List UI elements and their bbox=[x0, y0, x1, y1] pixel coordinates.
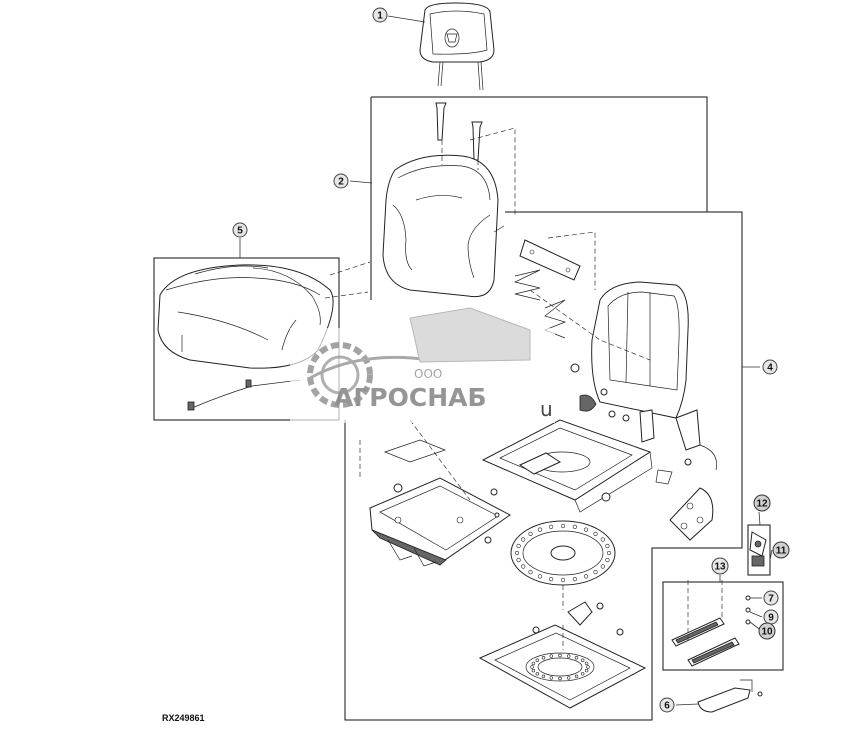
watermark-company: АГРОСНАБ bbox=[334, 383, 487, 412]
ring-hole bbox=[600, 564, 605, 569]
callout-10: 10 bbox=[758, 622, 776, 640]
ring-hole bbox=[593, 569, 598, 575]
ring-hole bbox=[537, 527, 543, 532]
ring-hole bbox=[605, 557, 610, 563]
ring-hole bbox=[583, 527, 589, 532]
base-hole bbox=[558, 653, 562, 658]
base-hole bbox=[541, 674, 546, 678]
base-hole bbox=[541, 655, 546, 660]
ring-hole bbox=[583, 574, 589, 579]
callout-4: 4 bbox=[762, 359, 778, 375]
svg-text:6: 6 bbox=[664, 701, 670, 712]
ring-hole bbox=[560, 523, 566, 529]
switch-group-frame bbox=[747, 524, 771, 576]
watermark-tail: u bbox=[540, 397, 553, 421]
callout-9: 9 bbox=[763, 609, 779, 625]
svg-text:4: 4 bbox=[767, 363, 773, 374]
ring-hole bbox=[600, 537, 605, 542]
ring-hole bbox=[521, 537, 526, 542]
swivel-ring-part bbox=[510, 520, 616, 586]
callout-6: 6 bbox=[659, 697, 675, 713]
base-hole bbox=[549, 654, 553, 658]
base-hole bbox=[584, 661, 589, 666]
ring-hole bbox=[572, 524, 578, 530]
ring-hole bbox=[593, 531, 598, 537]
ring-hole bbox=[516, 557, 521, 563]
seat-pan-part bbox=[359, 419, 511, 567]
ring-hole bbox=[560, 577, 566, 583]
svg-text:2: 2 bbox=[338, 177, 344, 188]
watermark-prefix: ООО bbox=[414, 367, 442, 381]
ring-hole bbox=[521, 564, 526, 569]
ring-hole bbox=[514, 550, 520, 556]
base-hole bbox=[535, 672, 539, 676]
base-hole bbox=[584, 668, 589, 673]
swivel-ring-holes bbox=[514, 523, 612, 583]
svg-text:12: 12 bbox=[756, 499, 768, 510]
base-hole bbox=[558, 676, 562, 681]
ring-hole bbox=[528, 569, 533, 575]
base-hole bbox=[586, 665, 590, 669]
swivel-base-part bbox=[478, 585, 647, 709]
ring-hole bbox=[572, 576, 578, 582]
svg-text:9: 9 bbox=[768, 613, 774, 624]
ring-hole bbox=[537, 574, 543, 579]
slide-rail-group-frame bbox=[662, 581, 784, 671]
callout-7: 7 bbox=[763, 590, 779, 606]
base-hole bbox=[549, 676, 553, 680]
swivel-base-holes bbox=[530, 653, 590, 681]
ring-hole bbox=[605, 543, 610, 549]
base-hole bbox=[530, 665, 534, 669]
svg-text:7: 7 bbox=[768, 594, 774, 605]
slide-rails-part bbox=[671, 580, 751, 667]
base-hole bbox=[566, 676, 571, 680]
callout-11: 11 bbox=[772, 541, 790, 559]
headrest-part bbox=[419, 2, 495, 161]
callout-13: 13 bbox=[711, 557, 729, 575]
switch-part bbox=[749, 531, 767, 567]
base-hole bbox=[531, 661, 536, 666]
base-hole bbox=[535, 658, 539, 662]
backrest-cushion-part bbox=[382, 127, 516, 298]
base-hole bbox=[566, 654, 571, 658]
lever-part bbox=[697, 679, 763, 713]
base-hole bbox=[580, 672, 585, 676]
base-hole bbox=[531, 668, 536, 673]
ring-hole bbox=[548, 576, 554, 582]
watermark-logo: ООО АГРОСНАБ u bbox=[290, 307, 555, 423]
base-hole bbox=[580, 658, 585, 662]
base-hole bbox=[574, 674, 579, 678]
svg-text:10: 10 bbox=[761, 627, 773, 638]
seat-frame-group-frame bbox=[344, 211, 743, 721]
base-hole bbox=[574, 655, 579, 660]
ring-hole bbox=[606, 550, 612, 556]
callout-12: 12 bbox=[753, 494, 771, 512]
svg-text:11: 11 bbox=[776, 546, 787, 557]
callout-5: 5 bbox=[232, 222, 248, 238]
adjuster-plate-part bbox=[669, 487, 714, 541]
svg-text:13: 13 bbox=[714, 562, 726, 573]
seat-back-frame-part bbox=[513, 231, 717, 471]
reference-code: RX249861 bbox=[162, 713, 205, 723]
swivel-upper-plate-part bbox=[481, 419, 673, 513]
ring-hole bbox=[516, 543, 521, 549]
svg-text:1: 1 bbox=[377, 11, 383, 22]
svg-text:5: 5 bbox=[237, 226, 243, 237]
ring-hole bbox=[528, 531, 533, 537]
callout-1: 1 bbox=[372, 7, 388, 23]
callout-2: 2 bbox=[333, 173, 349, 189]
ring-hole bbox=[548, 524, 554, 530]
group-frames bbox=[153, 96, 784, 721]
seat-cushion-part bbox=[157, 261, 371, 411]
backrest-group-frame bbox=[370, 96, 708, 300]
